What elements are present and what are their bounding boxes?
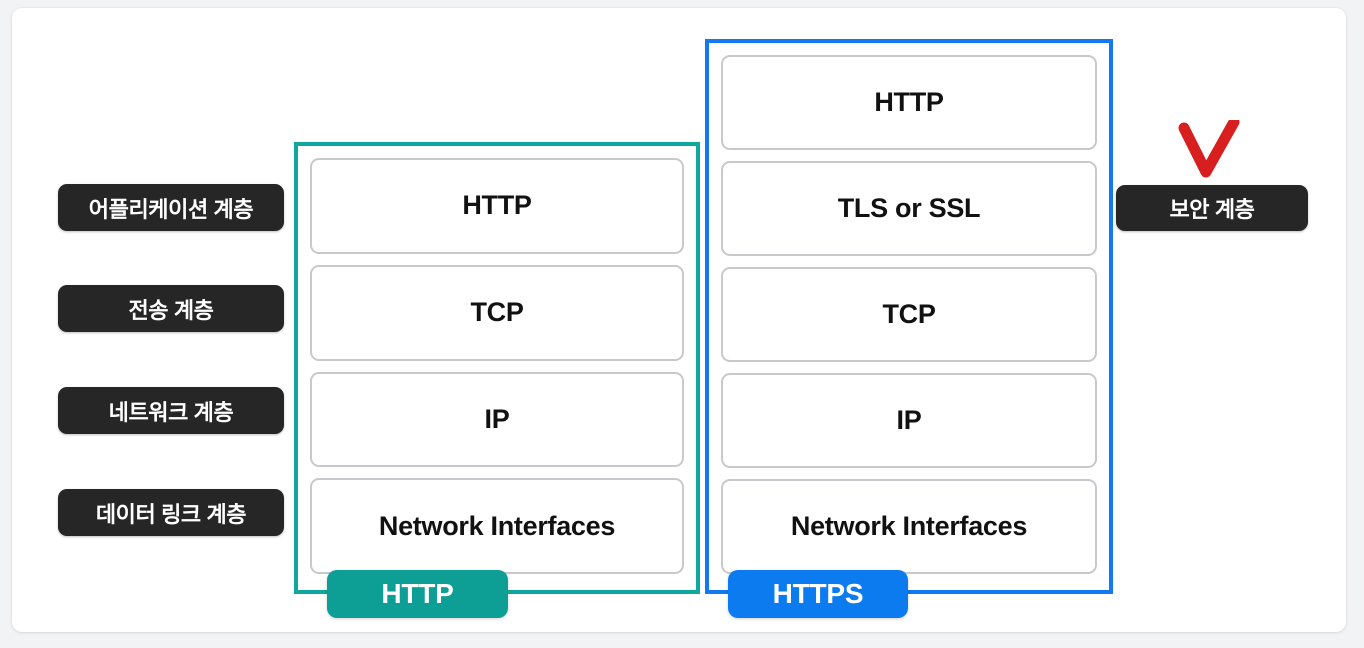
- https-stack-box-tcp: TCP: [721, 267, 1097, 362]
- https-protocol-badge: HTTPS: [728, 570, 908, 618]
- http-stack-box-tcp: TCP: [310, 264, 684, 361]
- https-stack-box-http: HTTP: [721, 55, 1097, 150]
- http-stack-box-ip: IP: [310, 371, 684, 468]
- http-stack-frame: HTTP TCP IP Network Interfaces: [294, 142, 700, 594]
- diagram-card: 어플리케이션 계층 전송 계층 네트워크 계층 데이터 링크 계층 HTTP T…: [12, 8, 1346, 632]
- layer-label-application: 어플리케이션 계층: [58, 184, 284, 231]
- http-protocol-badge: HTTP: [327, 570, 508, 618]
- https-stack-box-tls-ssl: TLS or SSL: [721, 161, 1097, 256]
- http-stack-box-http: HTTP: [310, 158, 684, 254]
- red-checkmark-icon: [1178, 120, 1240, 178]
- layer-label-transport: 전송 계층: [58, 285, 284, 332]
- layer-label-network: 네트워크 계층: [58, 387, 284, 434]
- https-stack-box-ip: IP: [721, 373, 1097, 468]
- layer-label-security: 보안 계층: [1116, 185, 1308, 231]
- https-stack-box-network-interfaces: Network Interfaces: [721, 479, 1097, 574]
- https-stack-frame: HTTP TLS or SSL TCP IP Network Interface…: [705, 39, 1113, 594]
- layer-label-data-link: 데이터 링크 계층: [58, 489, 284, 536]
- http-stack-box-network-interfaces: Network Interfaces: [310, 478, 684, 574]
